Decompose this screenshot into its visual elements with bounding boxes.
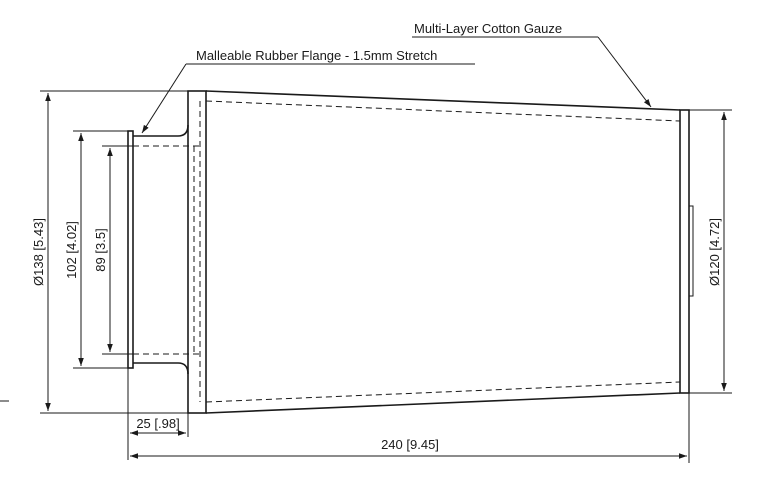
flange-top-contour xyxy=(133,124,189,137)
flange-length-label: 25 [.98] xyxy=(136,416,179,431)
flange-outer-label: 102 [4.02] xyxy=(64,221,79,279)
flange-inner-label: 89 [3.5] xyxy=(93,228,108,271)
dimension-outer-diameter: Ø138 [5.43] xyxy=(31,90,188,414)
end-diameter-label: Ø120 [4.72] xyxy=(707,218,722,286)
end-cap-label-plate xyxy=(688,205,694,297)
inner-bottom-dashed xyxy=(205,381,681,403)
flange-bottom-contour xyxy=(133,362,189,375)
callout-flange: Malleable Rubber Flange - 1.5mm Stretch xyxy=(141,48,475,134)
dimension-flange-length: 25 [.98] xyxy=(127,368,189,460)
filter-body xyxy=(127,90,694,414)
outer-diameter-label: Ø138 [5.43] xyxy=(31,218,46,286)
base-plate xyxy=(187,90,207,414)
flange-lip xyxy=(127,130,134,369)
callout-gauze: Multi-Layer Cotton Gauze xyxy=(412,21,652,108)
cone-top-edge xyxy=(205,90,681,111)
flange-label: Malleable Rubber Flange - 1.5mm Stretch xyxy=(196,48,437,63)
end-cap xyxy=(679,109,690,394)
flange-leader-arrow xyxy=(141,63,187,134)
inner-top-dashed xyxy=(205,100,681,122)
gauze-leader-arrow xyxy=(597,36,652,108)
dimension-flange-inner: 89 [3.5] xyxy=(93,145,133,355)
gauze-label: Multi-Layer Cotton Gauze xyxy=(414,21,562,36)
dimension-overall-length: 240 [9.45] xyxy=(130,393,690,463)
dimension-end-diameter: Ø120 [4.72] xyxy=(689,109,732,394)
dimension-flange-outer: 102 [4.02] xyxy=(64,130,128,369)
cone-bottom-edge xyxy=(205,392,681,414)
overall-length-label: 240 [9.45] xyxy=(381,437,439,452)
